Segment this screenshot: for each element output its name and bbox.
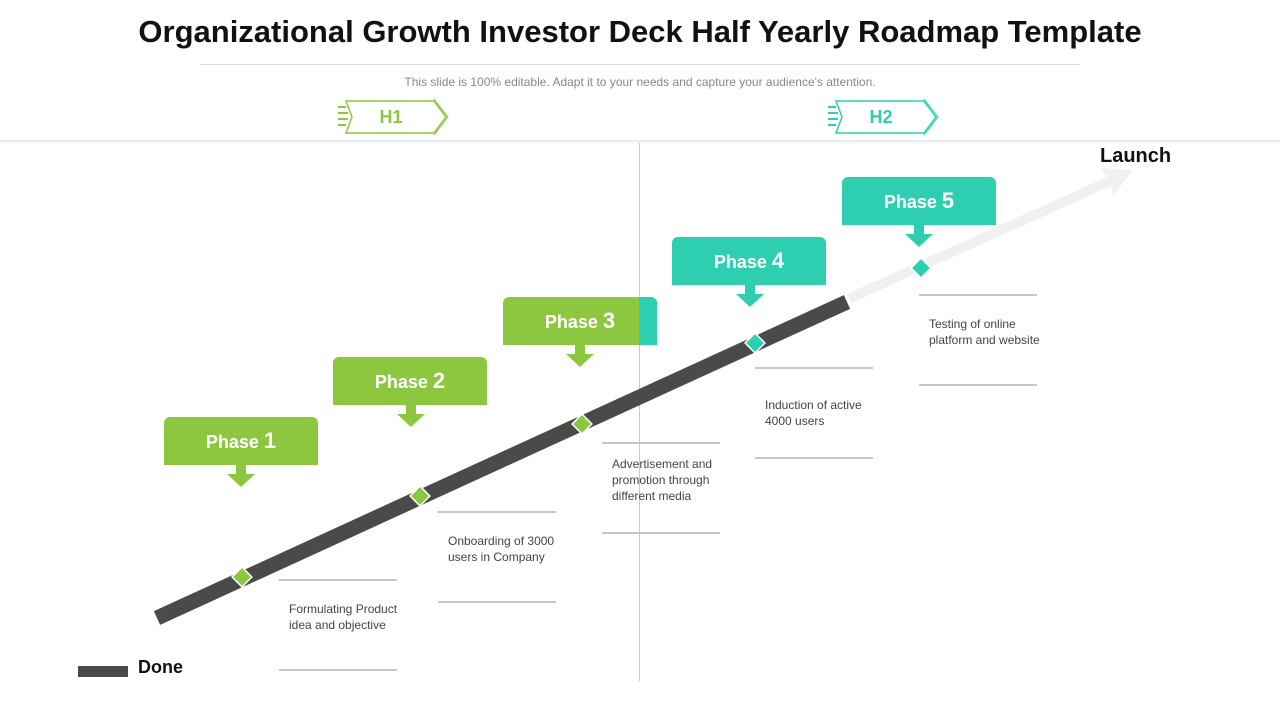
legend-done-swatch: [78, 666, 128, 677]
phase-word: Phase: [883, 192, 937, 212]
phase-word: Phase: [205, 432, 259, 452]
half-divider-line: [639, 143, 640, 681]
phase-number: 4: [771, 248, 785, 273]
launch-label: Launch: [1100, 145, 1172, 167]
done-track: [153, 295, 851, 625]
phase-description: Induction of active 4000 users: [765, 398, 862, 428]
milestone-marker: [409, 485, 431, 507]
phase-card-2: Phase 2: [333, 357, 487, 405]
milestone-marker: [744, 332, 766, 354]
down-arrow-icon: [397, 404, 425, 427]
slide-subtitle: This slide is 100% editable. Adapt it to…: [404, 75, 876, 89]
milestone-marker: [571, 413, 593, 435]
half-tag-h1: H1: [336, 98, 452, 136]
phase-word: Phase: [713, 252, 767, 272]
phase-card-1: Phase 1: [164, 417, 318, 465]
phase-card-4: Phase 4: [672, 237, 826, 285]
phase-card-5: Phase 5: [842, 177, 996, 225]
phase-number: 5: [941, 188, 955, 213]
phase-word: Phase: [374, 372, 428, 392]
milestone-marker: [910, 257, 932, 279]
phase-description-block: [755, 367, 873, 459]
down-arrow-icon: [566, 344, 594, 367]
phase-number: 3: [602, 308, 616, 333]
title-divider: [200, 64, 1080, 65]
legend-done-label: Done: [138, 657, 183, 677]
phase-description: Advertisement and promotion through diff…: [612, 457, 713, 503]
phase-description-block: [919, 294, 1037, 386]
phase-description-block: [279, 579, 397, 671]
down-arrow-icon: [227, 464, 255, 487]
phase-description: Onboarding of 3000 users in Company: [448, 534, 555, 564]
phase-description: Testing of online platform and website: [929, 317, 1040, 347]
phase-number: 1: [263, 428, 277, 453]
header-band-shadow: [0, 140, 1280, 144]
down-arrow-icon: [736, 284, 764, 307]
chevron-tag-icon: [338, 98, 449, 136]
phase-description-block: [602, 442, 720, 534]
phase-card-3: Phase 3: [503, 297, 657, 345]
phase-word: Phase: [544, 312, 598, 332]
chevron-tag-icon: [828, 98, 939, 136]
phase-description-block: [438, 511, 556, 603]
phase-description: Formulating Product idea and objective: [289, 602, 398, 632]
half-tag-label: H1: [379, 107, 403, 127]
milestone-marker: [231, 566, 253, 588]
down-arrow-icon: [905, 224, 933, 247]
half-tag-h2: H2: [826, 98, 942, 136]
phase-number: 2: [432, 368, 446, 393]
slide-title: Organizational Growth Investor Deck Half…: [138, 14, 1142, 49]
half-tag-label: H2: [869, 107, 893, 127]
